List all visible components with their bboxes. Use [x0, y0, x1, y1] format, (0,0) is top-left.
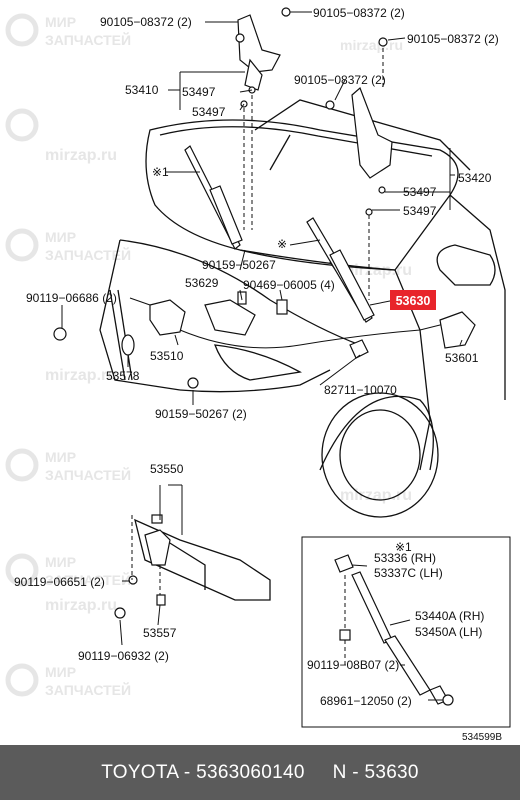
watermark-line1: МИР [45, 229, 76, 245]
watermark-line2: ЗАПЧАСТЕЙ [45, 681, 131, 698]
label-68961-12050: 68961−12050 (2) [320, 694, 412, 708]
hood-lock-lower [114, 514, 271, 619]
parts-diagram: МИР ЗАПЧАСТЕЙ mirzap.ru mirzap.ru МИР ЗА… [5, 6, 511, 743]
label-53410: 53410 [125, 83, 159, 97]
watermark-group: МИР ЗАПЧАСТЕЙ mirzap.ru mirzap.ru МИР ЗА… [5, 13, 412, 698]
label-90469-06005: 90469−06005 (4) [243, 278, 335, 292]
label-82711-10070: 82711−10070 [324, 383, 397, 397]
label-90105-08372-c: 90105−08372 (2) [407, 32, 499, 46]
label-53336: 53336 (RH) [374, 551, 436, 565]
leader-lines [61, 11, 463, 646]
label-53578: 53578 [106, 369, 140, 383]
hood-lock-assembly [53, 291, 476, 389]
footer-bar: TOYOTA - 5363060140 N - 53630 [0, 745, 520, 800]
label-53420: 53420 [458, 171, 492, 185]
label-53601: 53601 [445, 351, 479, 365]
highlight-box [390, 290, 436, 310]
label-53557: 53557 [143, 626, 177, 640]
label-star1-a: ※1 [152, 165, 169, 179]
watermark-line1: МИР [45, 14, 76, 30]
label-53450a: 53450A (LH) [415, 625, 482, 639]
watermark-line2: ЗАПЧАСТЕЙ [45, 246, 131, 263]
watermark-line1: МИР [45, 449, 76, 465]
label-90105-08372-b: 90105−08372 (2) [313, 6, 405, 20]
label-90119-08b07: 90119−08B07 (2) [307, 658, 399, 672]
label-53497-a: 53497 [182, 85, 216, 99]
watermark-url: mirzap.ru [45, 597, 117, 614]
label-90105-08372-d: 90105−08372 (2) [294, 73, 386, 87]
callout-labels: 90105−08372 (2) 90105−08372 (2) 90105−08… [14, 6, 502, 743]
label-90105-08372-a: 90105−08372 (2) [100, 15, 192, 29]
footer-part-info: TOYOTA - 5363060140 N - 53630 [101, 761, 419, 783]
label-90119-06686: 90119−06686 (2) [26, 291, 117, 305]
watermark-line2: ЗАПЧАСТЕЙ [45, 31, 131, 48]
label-53337c: 53337C (LH) [374, 566, 443, 580]
hood-support-right [306, 217, 375, 323]
watermark-url: mirzap.ru [45, 367, 117, 384]
watermark-line1: МИР [45, 664, 76, 680]
label-53497-c: 53497 [403, 185, 437, 199]
label-53440a: 53440A (RH) [415, 609, 484, 623]
watermark-url: mirzap.ru [340, 487, 412, 504]
inset-title: ※1 [395, 540, 412, 554]
label-90119-06932: 90119−06932 (2) [78, 649, 169, 663]
label-53497-b: 53497 [192, 105, 226, 119]
inset-gas-spring [301, 536, 511, 728]
label-53497-d: 53497 [403, 204, 437, 218]
label-star1-b: ※ [277, 237, 287, 251]
hood-hinge-left [235, 7, 291, 230]
label-53550: 53550 [150, 462, 184, 476]
label-53510: 53510 [150, 349, 184, 363]
watermark-url: mirzap.ru [45, 147, 117, 164]
hood-hinge-right [325, 37, 393, 300]
watermark-line2: ЗАПЧАСТЕЙ [45, 466, 131, 483]
label-90119-06651: 90119−06651 (2) [14, 575, 105, 589]
watermark-line2: ЗАПЧАСТЕЙ [45, 571, 131, 588]
watermark-line1: МИР [45, 554, 76, 570]
diagram-code: 534599B [462, 732, 502, 743]
label-90159-50267-a: 90159−50267 [202, 258, 276, 272]
label-90159-50267-b: 90159−50267 (2) [155, 407, 247, 421]
label-53630-highlighted: 53630 [396, 294, 431, 308]
label-53629: 53629 [185, 276, 219, 290]
